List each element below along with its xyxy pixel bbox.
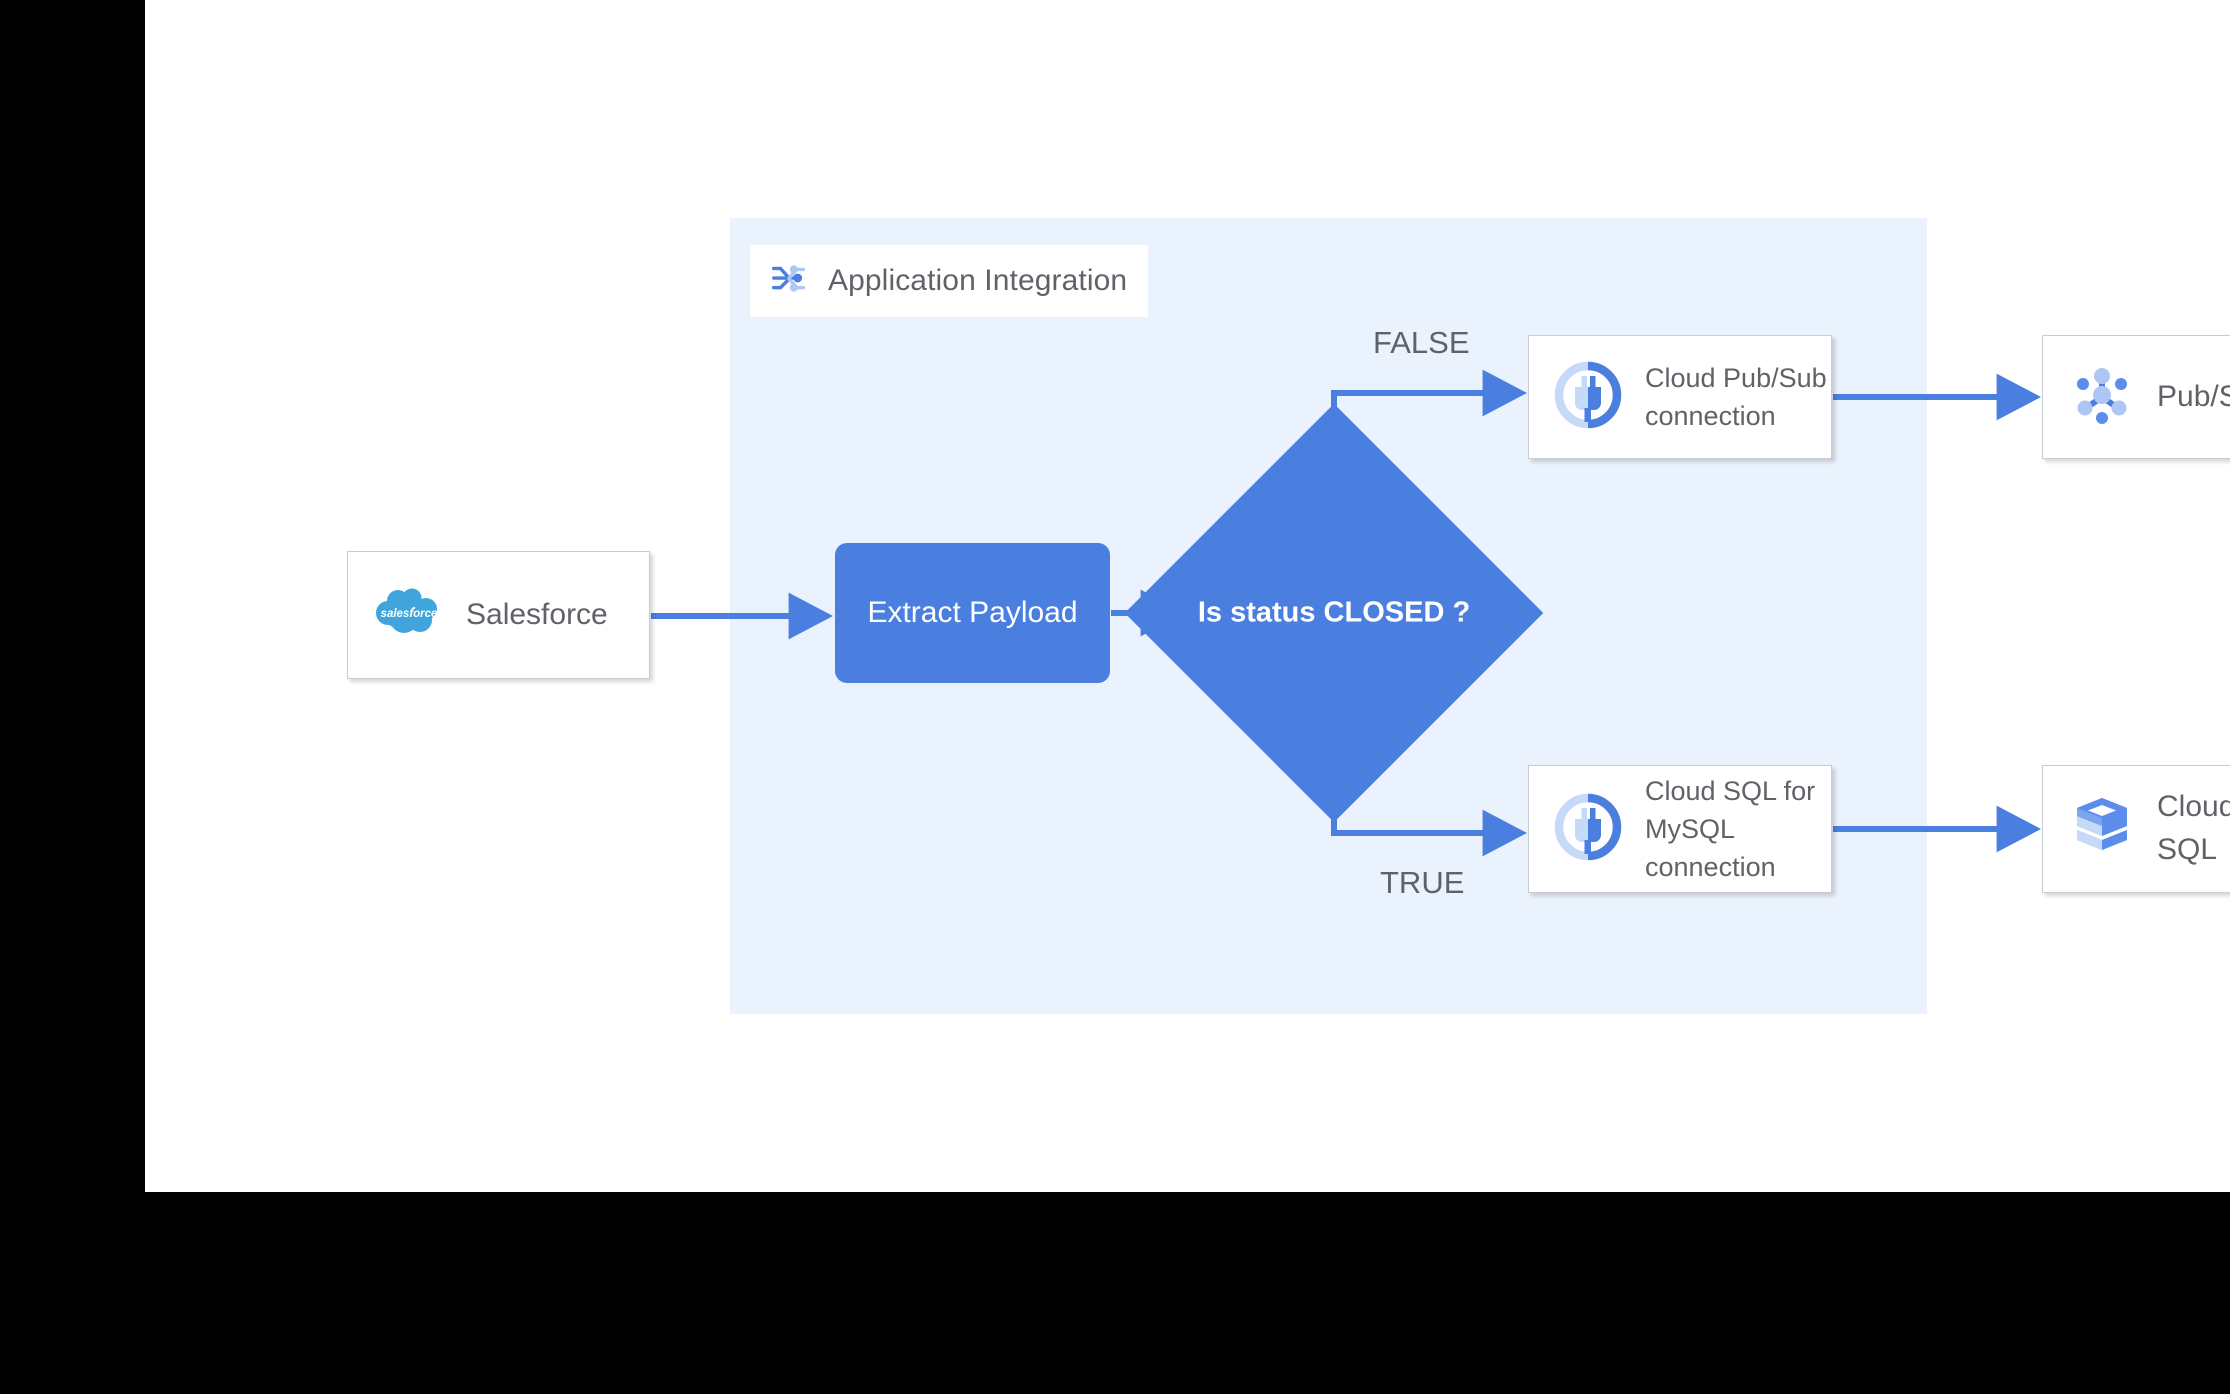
branch-label-false: FALSE — [1373, 325, 1470, 360]
connector-plug-icon — [1551, 790, 1625, 869]
node-salesforce[interactable]: salesforce Salesforce — [347, 551, 650, 679]
svg-text:salesforce: salesforce — [381, 608, 439, 620]
salesforce-cloud-icon: salesforce — [374, 587, 444, 644]
node-extract-payload[interactable]: Extract Payload — [835, 543, 1110, 683]
node-cloud-sql-mysql-connection-label: Cloud SQL for MySQL connection — [1645, 775, 1816, 883]
node-extract-payload-label: Extract Payload — [867, 596, 1078, 629]
node-pubsub-label: Pub/Sub — [2157, 379, 2230, 413]
node-salesforce-label: Salesforce — [466, 597, 608, 631]
application-integration-label-chip: Application Integration — [750, 245, 1148, 317]
node-cloud-sql-mysql-connection[interactable]: Cloud SQL for MySQL connection — [1528, 765, 1832, 893]
node-cloud-pubsub-connection[interactable]: Cloud Pub/Sub connection — [1528, 335, 1832, 459]
node-pubsub[interactable]: Pub/Sub — [2042, 335, 2230, 459]
node-decision-is-status-closed[interactable]: Is status CLOSED ? — [1124, 403, 1544, 823]
pubsub-hub-icon — [2069, 362, 2135, 433]
application-integration-icon — [768, 256, 814, 307]
diagram-canvas: Application Integration — [145, 0, 2230, 1192]
node-cloud-pubsub-connection-label: Cloud Pub/Sub connection — [1645, 362, 1827, 431]
application-integration-label: Application Integration — [828, 264, 1128, 297]
node-decision-label: Is status CLOSED ? — [1197, 596, 1471, 629]
connector-plug-icon — [1551, 358, 1625, 437]
branch-label-true: TRUE — [1380, 865, 1465, 900]
cloud-sql-stack-icon — [2069, 792, 2135, 867]
